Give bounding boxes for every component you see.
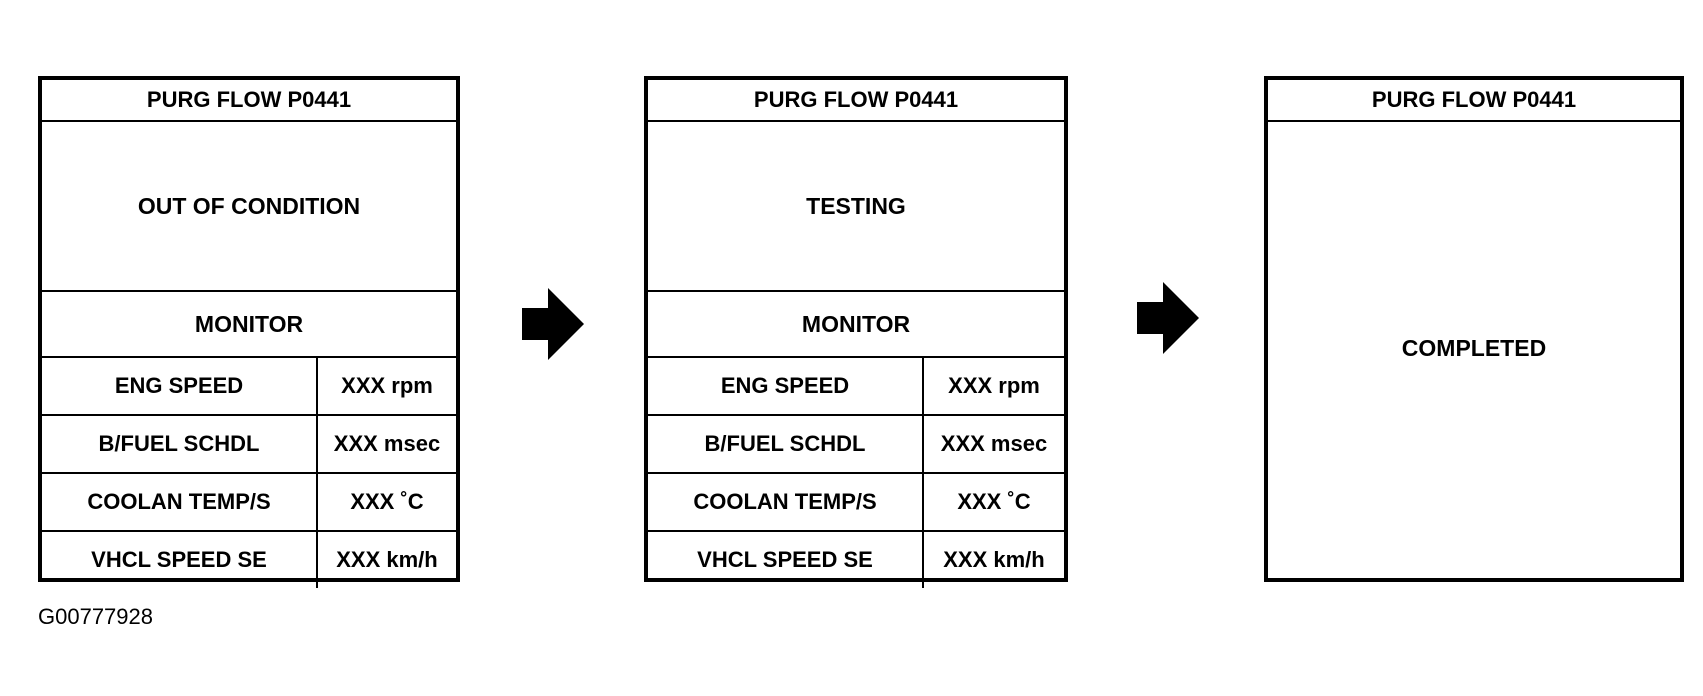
table-row: VHCL SPEED SE XXX km/h xyxy=(648,532,1064,588)
param-value: XXX ˚C xyxy=(350,489,424,514)
param-label: COOLAN TEMP/S xyxy=(42,474,318,530)
param-value: XXX msec xyxy=(940,431,1048,456)
status-text: OUT OF CONDITION xyxy=(42,122,456,292)
param-label: COOLAN TEMP/S xyxy=(648,474,924,530)
arrow-right-icon xyxy=(1137,282,1199,354)
screen-title: PURG FLOW P0441 xyxy=(42,80,456,122)
arrow-right-icon xyxy=(522,288,584,360)
status-text: TESTING xyxy=(648,122,1064,292)
param-value: XXX ˚C xyxy=(957,489,1031,514)
table-row: COOLAN TEMP/S XXX ˚C xyxy=(648,474,1064,532)
param-label: VHCL SPEED SE xyxy=(42,532,318,588)
monitor-header: MONITOR xyxy=(42,292,456,358)
param-value: XXX km/h xyxy=(336,547,438,572)
screen-title: PURG FLOW P0441 xyxy=(1268,80,1680,122)
param-label: ENG SPEED xyxy=(648,358,924,414)
table-row: B/FUEL SCHDL XXX msec xyxy=(648,416,1064,474)
table-row: VHCL SPEED SE XXX km/h xyxy=(42,532,456,588)
screen-testing: PURG FLOW P0441 TESTING MONITOR ENG SPEE… xyxy=(644,76,1068,588)
param-value: XXX msec xyxy=(333,431,441,456)
screen-completed: PURG FLOW P0441 COMPLETED xyxy=(1264,76,1684,582)
param-value: XXX km/h xyxy=(943,547,1045,572)
param-label: ENG SPEED xyxy=(42,358,318,414)
table-row: ENG SPEED XXX rpm xyxy=(42,358,456,416)
param-label: B/FUEL SCHDL xyxy=(42,416,318,472)
param-value: XXX rpm xyxy=(948,373,1040,398)
table-row: COOLAN TEMP/S XXX ˚C xyxy=(42,474,456,532)
table-row: B/FUEL SCHDL XXX msec xyxy=(42,416,456,474)
param-value: XXX rpm xyxy=(341,373,433,398)
param-label: VHCL SPEED SE xyxy=(648,532,924,588)
figure-id: G00777928 xyxy=(38,604,153,629)
param-label: B/FUEL SCHDL xyxy=(648,416,924,472)
table-row: ENG SPEED XXX rpm xyxy=(648,358,1064,416)
status-text: COMPLETED xyxy=(1401,334,1547,361)
screen-title: PURG FLOW P0441 xyxy=(648,80,1064,122)
screen-out-of-condition: PURG FLOW P0441 OUT OF CONDITION MONITOR… xyxy=(38,76,460,588)
monitor-header: MONITOR xyxy=(648,292,1064,358)
